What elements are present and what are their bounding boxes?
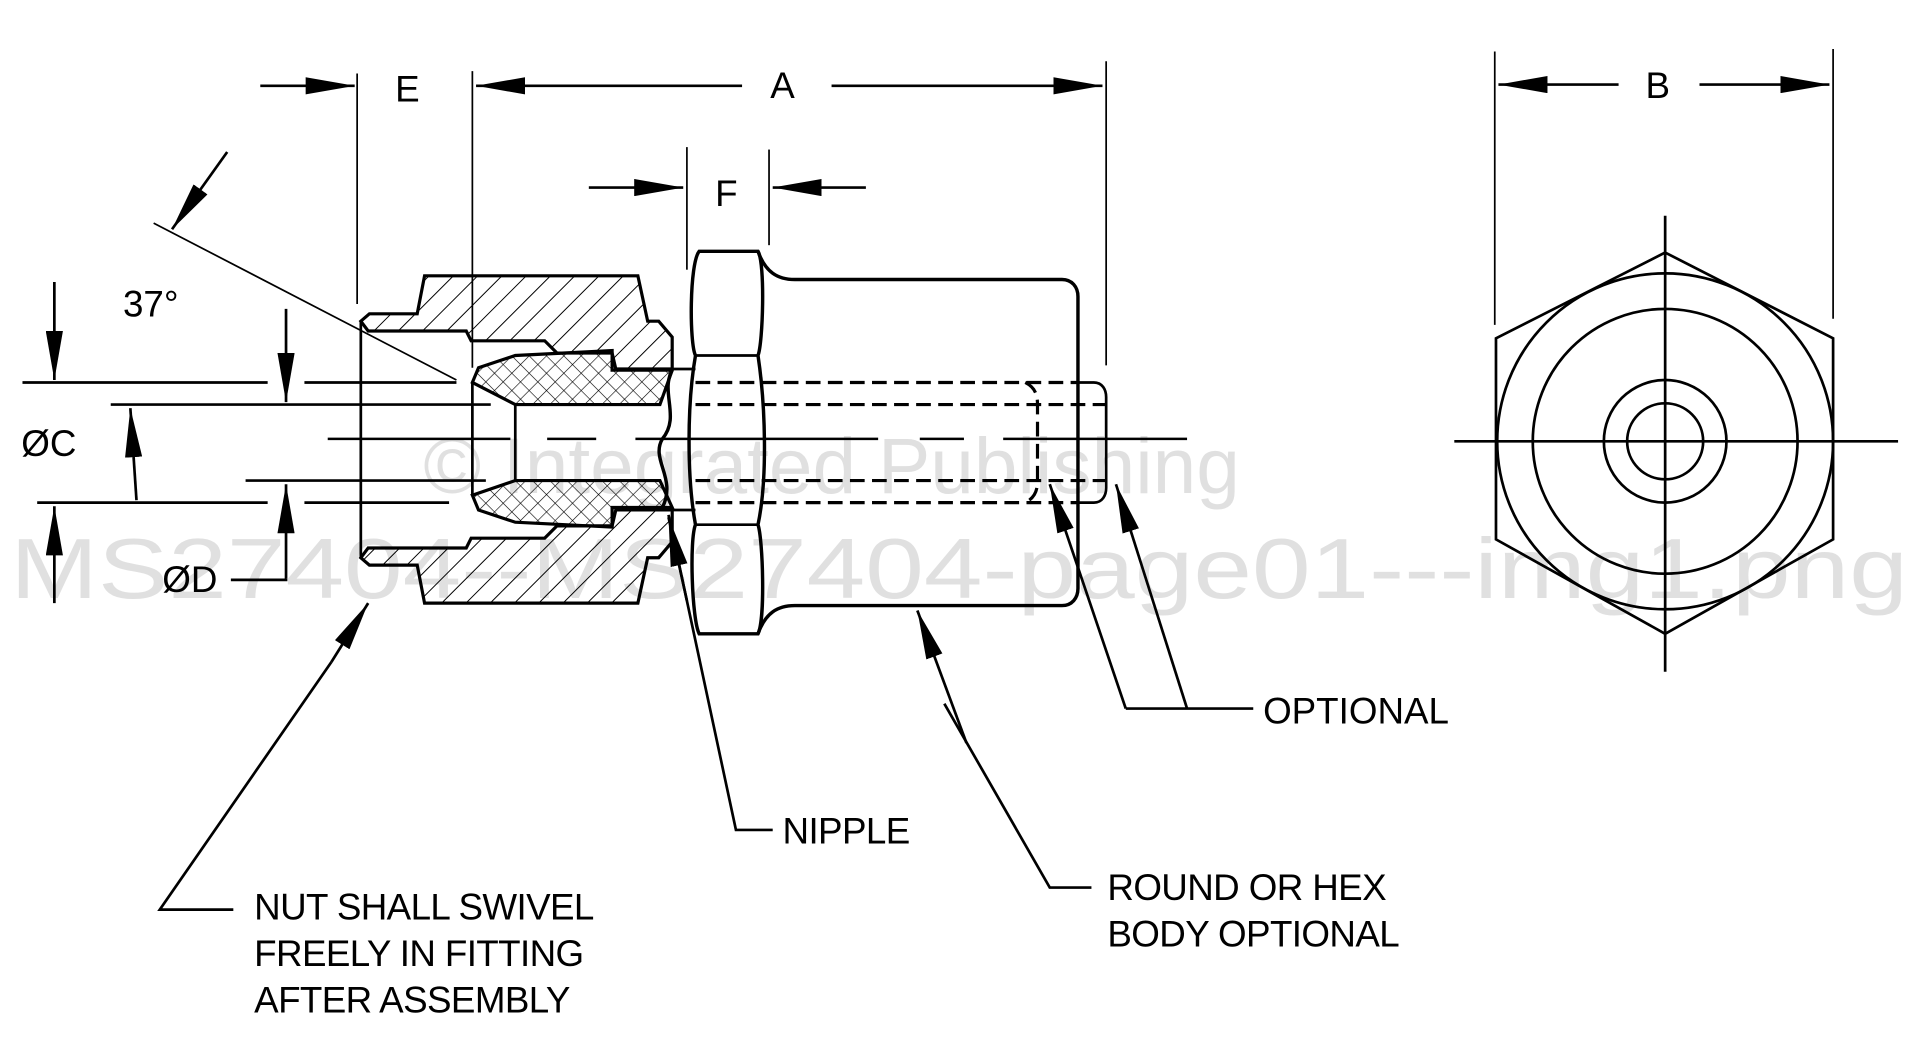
angle-label: 37° (123, 283, 179, 324)
dimension-a-label: A (770, 65, 795, 106)
sleeve-section (470, 348, 675, 529)
dimension-e-label: E (395, 69, 420, 110)
callout-nut-line2: FREELY IN FITTING (254, 933, 583, 974)
nipple-body (672, 249, 1108, 636)
callout-body-line2: BODY OPTIONAL (1107, 913, 1399, 954)
callout-nut-line1: NUT SHALL SWIVEL (254, 886, 594, 927)
callout-nut-line3: AFTER ASSEMBLY (254, 980, 570, 1021)
nut-section (358, 274, 674, 605)
dimension-f-label: F (715, 173, 737, 214)
dimension-c-label: ØC (21, 423, 76, 464)
end-view: B (1454, 49, 1899, 672)
dimension-a: A (476, 61, 1108, 366)
dimension-d-label: ØD (162, 559, 217, 600)
callout-body-line1: ROUND OR HEX (1107, 867, 1386, 908)
watermark-line2: MS27404--MS27404-page01---img1.png (10, 521, 1908, 617)
dimension-c: ØC ØD (21, 281, 491, 604)
leader-optional: OPTIONAL (1048, 483, 1449, 731)
angle-37: 37° (123, 151, 457, 381)
leader-nut: NUT SHALL SWIVEL FREELY IN FITTING AFTER… (157, 602, 595, 1021)
callout-nipple: NIPPLE (783, 810, 910, 851)
callout-optional: OPTIONAL (1263, 690, 1449, 731)
leader-nipple: NIPPLE (667, 514, 910, 851)
dimension-b-label: B (1646, 65, 1671, 106)
dimension-f: F (588, 147, 866, 270)
leader-body: ROUND OR HEX BODY OPTIONAL (916, 610, 1400, 954)
